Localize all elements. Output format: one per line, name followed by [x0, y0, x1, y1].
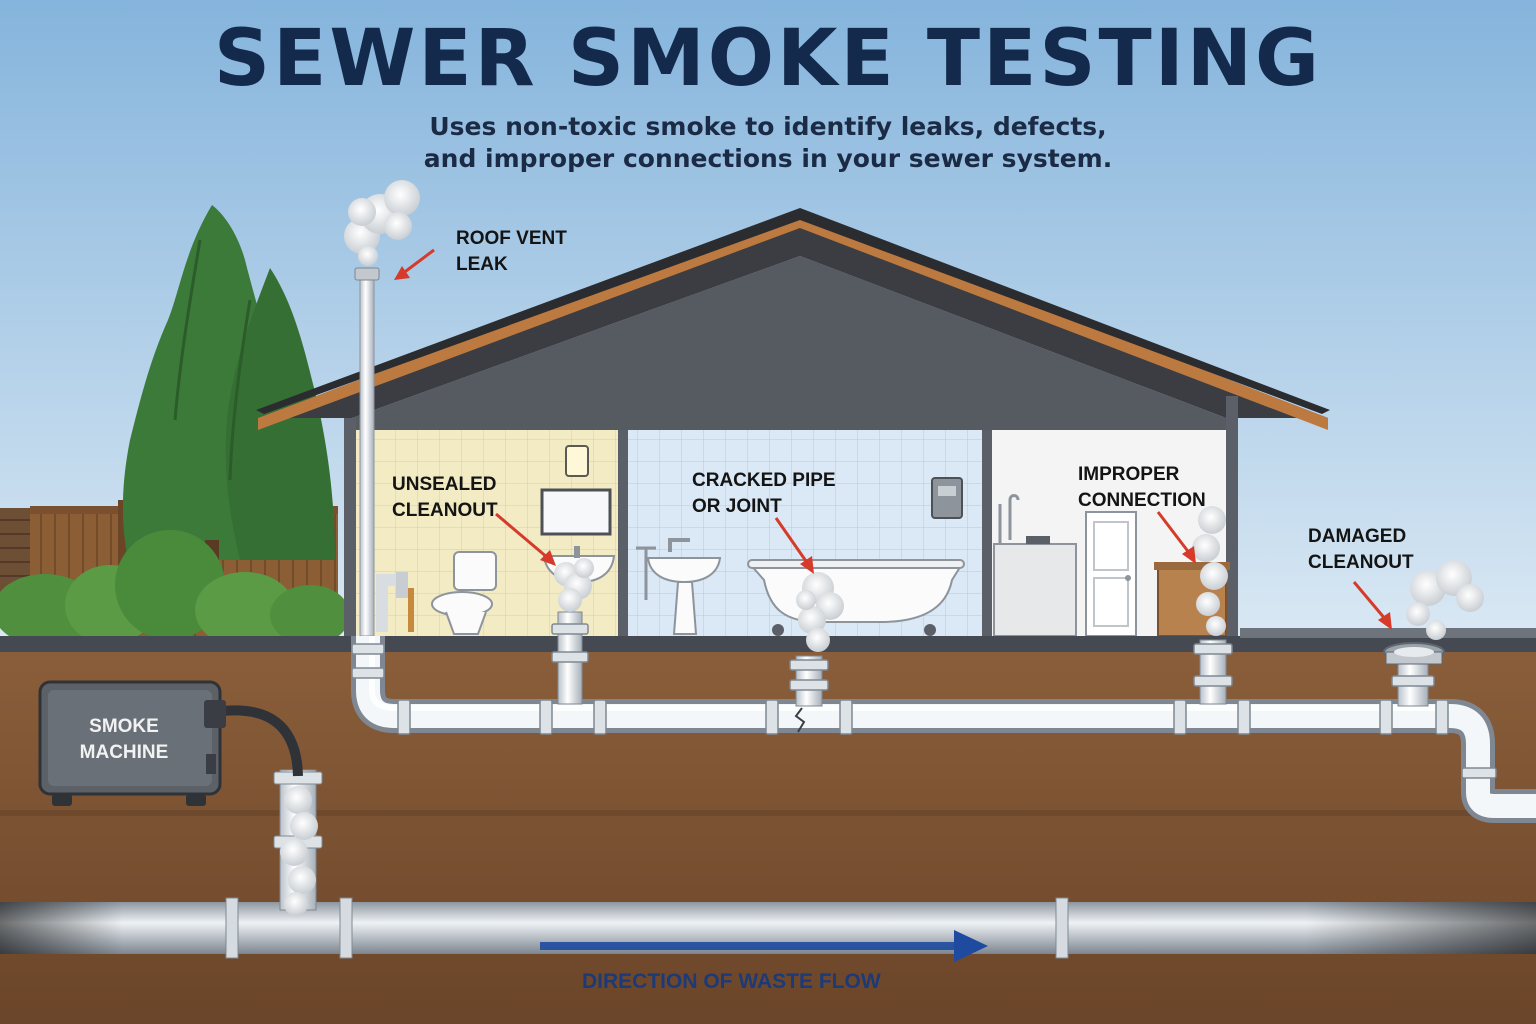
arrow-cracked-pipe: [774, 517, 814, 574]
label-roof-vent-leak: ROOF VENT LEAK: [456, 226, 567, 278]
smoke-machine-label-2: MACHINE: [79, 742, 169, 763]
callout-arrows: [394, 248, 1392, 630]
label-line: IMPROPER: [1078, 464, 1180, 485]
smoke-machine-label-1: SMOKE: [89, 716, 159, 737]
smoke-cracked-pipe: [796, 572, 844, 652]
smoke-roof-vent: [344, 180, 420, 266]
label-unsealed-cleanout: UNSEALED CLEANOUT: [392, 472, 498, 524]
ground-slab: [0, 636, 1536, 652]
yard-surface: [1240, 628, 1536, 638]
flow-arrow: [540, 930, 988, 962]
label-line: CLEANOUT: [392, 500, 498, 521]
subtitle-line-1: Uses non-toxic smoke to identify leaks, …: [429, 112, 1107, 141]
arrow-improper-connection: [1156, 511, 1196, 564]
subtitle-line-2: and improper connections in your sewer s…: [423, 144, 1113, 173]
smoke-machine: [38, 680, 226, 806]
pedestal-sink: [636, 538, 722, 635]
label-line: UNSEALED: [392, 474, 497, 495]
shrubs: [0, 530, 350, 648]
lateral-pipe: [351, 611, 1536, 823]
smoke-plumes: [280, 180, 1484, 916]
smoke-damaged-cleanout: [1406, 560, 1484, 640]
arrow-damaged-cleanout: [1352, 581, 1392, 630]
mirror-and-light: [540, 445, 612, 536]
arrow-unsealed-cleanout: [495, 512, 556, 566]
smoke-riser: [280, 786, 318, 916]
toilet: [431, 551, 497, 635]
vent-pipe-connector: [376, 572, 414, 632]
wall-panel: [931, 477, 963, 519]
label-cracked-pipe: CRACKED PIPE OR JOINT: [692, 468, 836, 520]
label-line: ROOF VENT: [456, 228, 567, 249]
smoke-unsealed-cleanout: [554, 558, 594, 612]
soil-layer: [0, 810, 1536, 816]
label-line: LEAK: [456, 254, 508, 275]
label-line: CRACKED PIPE: [692, 470, 836, 491]
label-improper-connection: IMPROPER CONNECTION: [1078, 462, 1206, 514]
page-title: SEWER SMOKE TESTING: [213, 14, 1323, 104]
label-line: DAMAGED: [1308, 526, 1407, 547]
pipe-crack: [794, 707, 806, 733]
label-damaged-cleanout: DAMAGED CLEANOUT: [1308, 524, 1414, 576]
smoke-improper-connection: [1192, 506, 1228, 636]
label-line: CONNECTION: [1078, 490, 1206, 511]
label-line: OR JOINT: [692, 496, 782, 517]
arrow-roof-vent: [394, 248, 435, 280]
label-line: CLEANOUT: [1308, 552, 1414, 573]
flow-direction-label: DIRECTION OF WASTE FLOW: [582, 970, 881, 993]
